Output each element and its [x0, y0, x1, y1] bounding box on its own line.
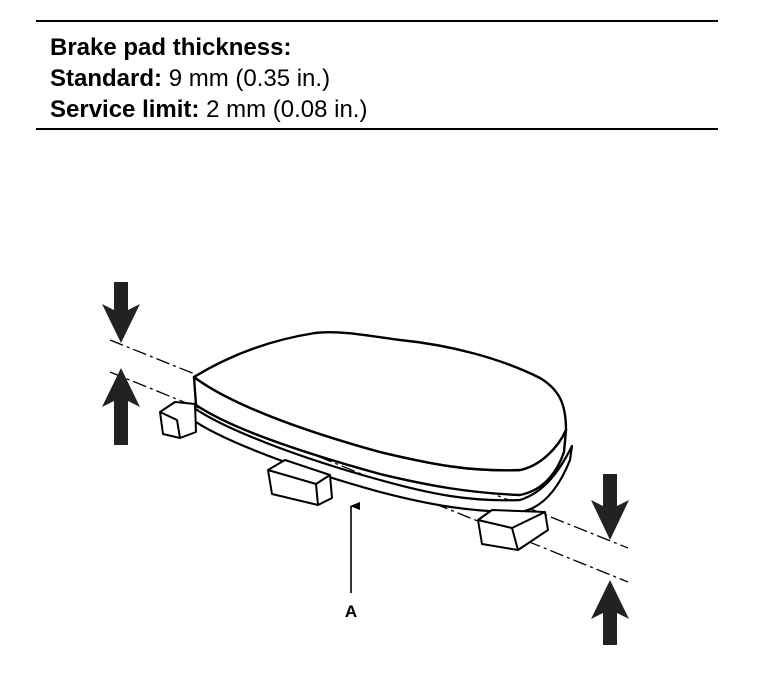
callout-a-label: A [345, 602, 357, 621]
callout-a: A [345, 502, 360, 621]
service-limit-value: 2 mm (0.08 in.) [206, 96, 368, 123]
bottom-tab [267, 459, 333, 506]
arrow-up-left-icon [102, 368, 140, 445]
standard-label: Standard: [50, 65, 163, 92]
arrow-up-right-icon [591, 580, 629, 645]
left-tab [159, 401, 197, 439]
spec-heading-text: Brake pad thickness: [50, 34, 292, 61]
spec-service-limit: Service limit: 2 mm (0.08 in.) [50, 96, 367, 124]
backing-plate [188, 403, 574, 514]
arrow-down-right-icon [591, 474, 629, 540]
spec-standard: Standard: 9 mm (0.35 in.) [50, 65, 330, 93]
right-tab [477, 509, 549, 551]
service-limit-label: Service limit: [50, 96, 200, 123]
spec-heading: Brake pad thickness: [50, 34, 291, 62]
pad-friction-material [192, 330, 568, 497]
spec-box: Brake pad thickness: Standard: 9 mm (0.3… [36, 20, 718, 130]
arrow-down-left-icon [102, 282, 140, 343]
standard-value: 9 mm (0.35 in.) [168, 65, 331, 92]
